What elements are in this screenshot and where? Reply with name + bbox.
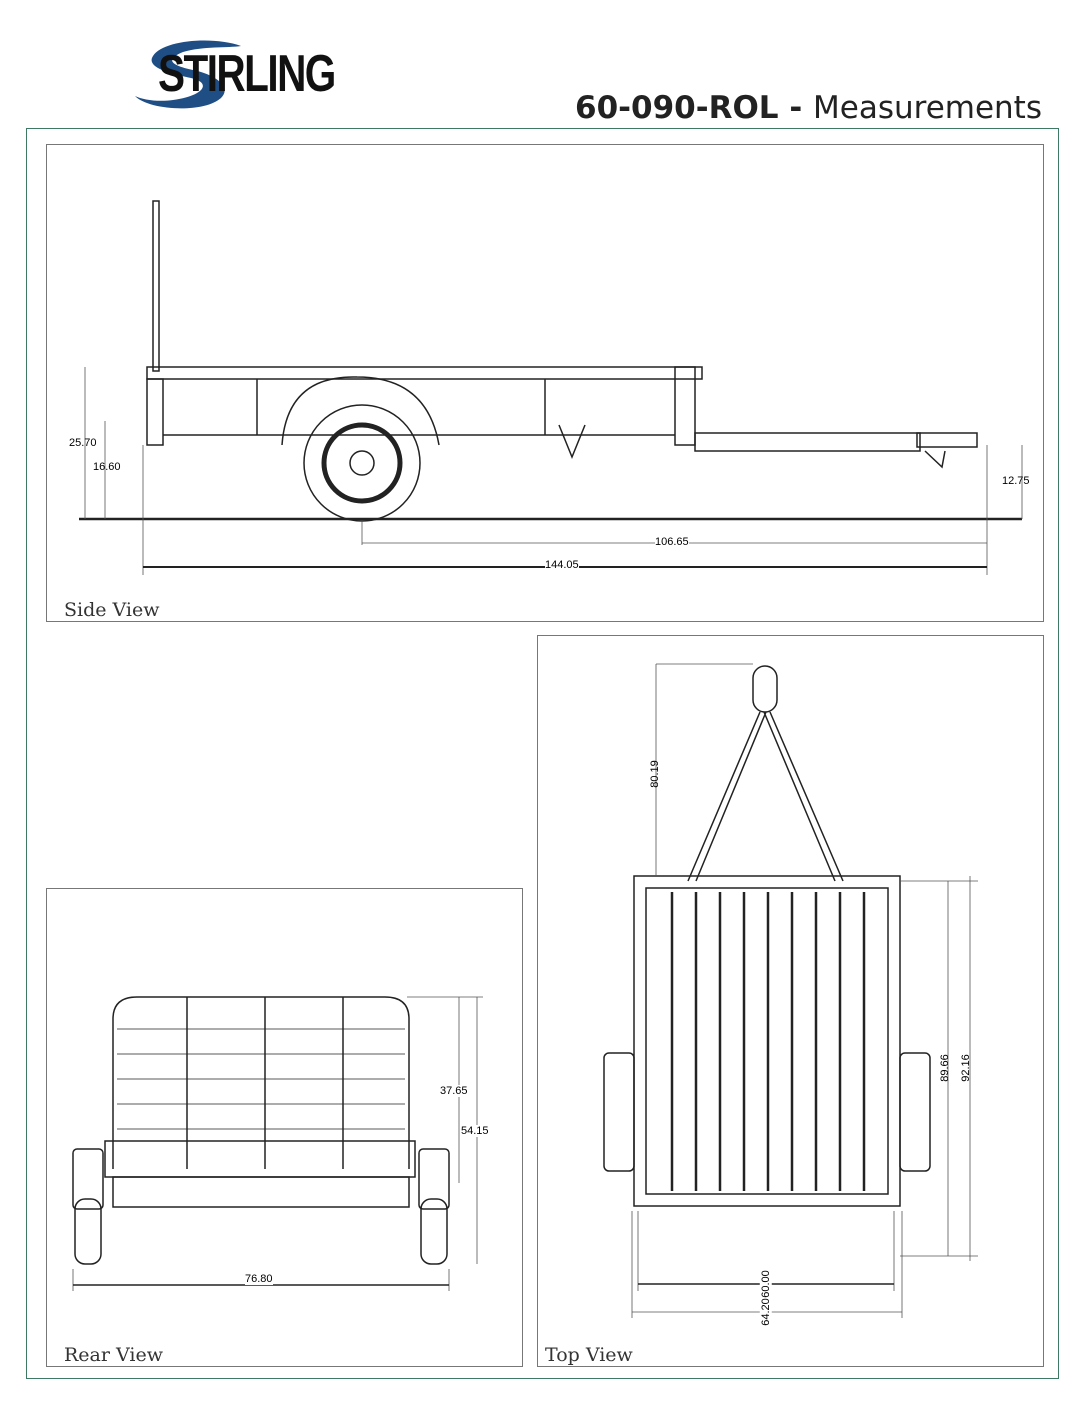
dim-deck-width: 60.00: [759, 1270, 772, 1298]
side-view-panel: 25.70 16.60 12.75 106.65 144.05 Side Vie…: [46, 144, 1044, 622]
rear-view-drawing: [72, 996, 483, 1291]
rear-view-panel: 37.65 54.15 76.80 Rear View: [46, 888, 523, 1367]
side-view-caption: Side View: [64, 599, 160, 621]
dim-bed-width: 64.20: [759, 1298, 772, 1326]
brand-name: STIRLING: [158, 45, 336, 103]
top-view-drawing: [603, 663, 978, 1318]
top-view-caption: Top View: [545, 1344, 633, 1366]
dim-deck-length: 89.66: [938, 1054, 951, 1082]
stirling-logo-icon: [135, 40, 241, 109]
dim-overall-width: 76.80: [245, 1273, 273, 1285]
dim-deck-height: 16.60: [93, 461, 121, 473]
dim-axle-to-hitch: 106.65: [655, 536, 689, 548]
dim-gate-height: 37.65: [440, 1085, 468, 1097]
title-separator: -: [778, 90, 814, 126]
dim-rear-overall-height: 54.15: [461, 1125, 489, 1137]
dim-tongue-length: 80.19: [648, 760, 661, 788]
title-subtitle: Measurements: [813, 90, 1042, 126]
side-view-drawing: [79, 200, 1023, 575]
dim-bed-length: 92.16: [959, 1054, 972, 1082]
model-number: 60-090-ROL: [575, 90, 779, 126]
top-view-panel: 80.19 89.66 92.16 60.00 64.20 Top View: [537, 635, 1044, 1367]
dim-overall-height: 25.70: [69, 437, 97, 449]
dim-overall-length: 144.05: [545, 559, 579, 571]
page-frame: [26, 128, 1059, 1379]
rear-view-caption: Rear View: [64, 1344, 163, 1366]
page-title: 60-090-ROL - Measurements: [575, 90, 1042, 126]
dim-hitch-height: 12.75: [1002, 475, 1030, 487]
